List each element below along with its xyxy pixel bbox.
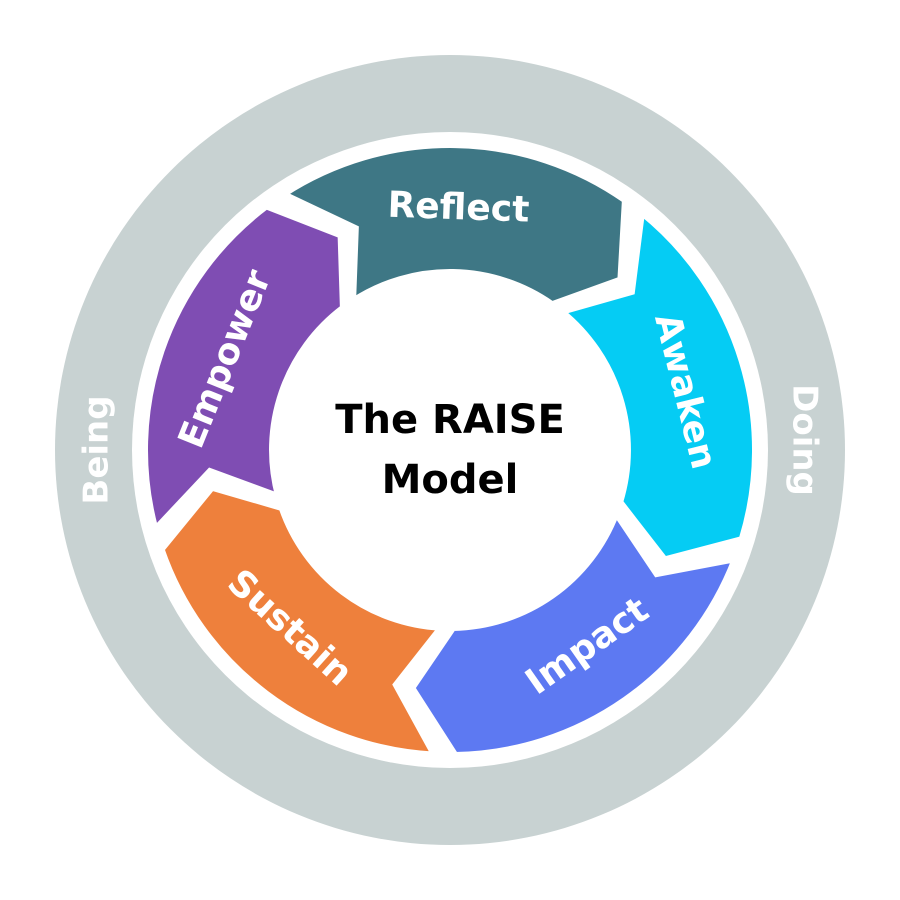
cycle-segments (142, 142, 758, 759)
ring-label-being: Being (77, 395, 117, 504)
center-title: The RAISE Model (290, 388, 610, 512)
center-circle (272, 272, 628, 628)
center-title-line-2: Model (381, 457, 519, 503)
center-title-line-1: The RAISE (335, 397, 565, 443)
segment-label-reflect: Reflect (387, 185, 530, 231)
ring-label-doing: Doing (785, 384, 825, 496)
